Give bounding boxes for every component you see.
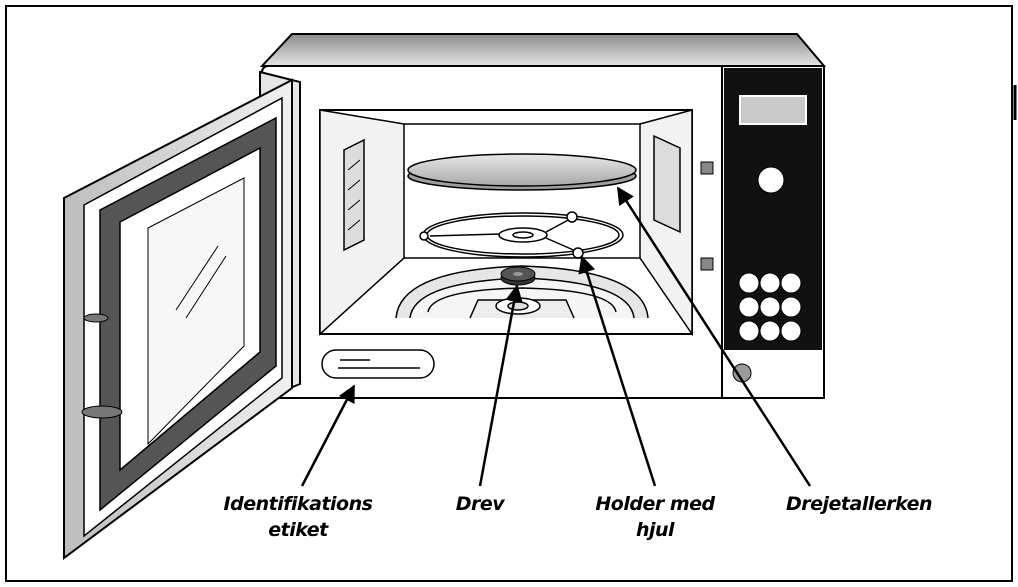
latch-slot-lower [700,257,714,271]
label-identification-line2: etiket [268,519,328,541]
control-panel [721,65,825,399]
label-drive: Drev [430,491,530,517]
display-window [739,95,807,125]
label-turntable: Drejetallerken [764,491,954,517]
oven-door [63,70,301,560]
label-turntable-line1: Drejetallerken [786,493,932,515]
label-identification-line1: Identifikations [223,493,373,515]
label-roller-support: Holder med hjul [590,491,720,543]
keypad [738,272,802,342]
arrow-drive [478,284,523,487]
door-hinge-upper [83,313,109,323]
label-drive-line1: Drev [455,493,505,515]
drive-coupling [500,266,536,286]
latch-slot-upper [700,161,714,175]
label-identification: Identifikations etiket [206,491,390,543]
arrow-roller-support [578,255,657,487]
arrow-id-label [300,384,356,487]
roller-wheel [572,247,584,259]
roller-support [419,211,624,259]
roller-wheel [419,231,429,241]
identification-plate [321,349,435,379]
label-roller-support-line1: Holder med [595,493,715,515]
turntable-plate [407,153,637,191]
arrow-turntable [616,186,812,487]
light-cover [653,134,681,234]
roller-wheel [566,211,578,223]
label-roller-support-line2: hjul [635,519,675,541]
control-dial [757,166,785,194]
microwave-top [259,33,827,67]
callout-arrows [300,186,812,487]
wave-guide-cover [343,138,365,252]
door-hinge-lower [81,405,123,419]
